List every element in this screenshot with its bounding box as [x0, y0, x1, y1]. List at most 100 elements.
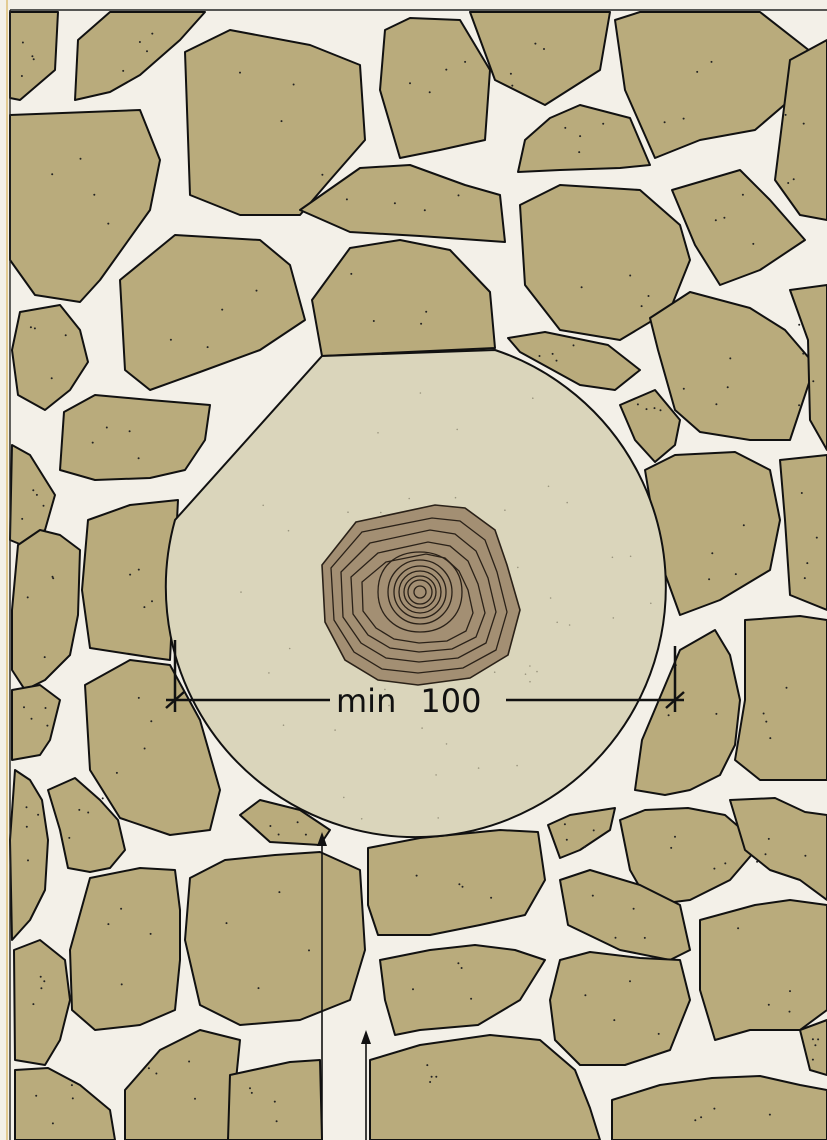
- stone-dot: [752, 242, 755, 245]
- stone-dot: [579, 135, 582, 138]
- stone-dot: [802, 352, 805, 355]
- stone-dot: [420, 322, 423, 325]
- paving-stone: [559, 869, 691, 961]
- stone-dot: [723, 216, 726, 219]
- stone-dot: [789, 990, 791, 993]
- stone-dot: [591, 894, 594, 897]
- paving-stone: [74, 11, 206, 101]
- paving-stone: [227, 1059, 323, 1140]
- stone-dot: [674, 835, 676, 838]
- stone-dot: [817, 1038, 820, 1041]
- dimension-left-tick: [165, 691, 185, 709]
- stone-dot: [151, 600, 153, 603]
- stone-dot: [798, 323, 801, 326]
- pit-dot: [380, 511, 382, 514]
- stone-dot: [815, 536, 818, 539]
- pit-dot: [549, 597, 552, 599]
- stone-dot: [87, 811, 90, 814]
- pit-dot: [421, 727, 423, 729]
- stone-dot: [345, 198, 348, 201]
- pit-dot: [566, 501, 568, 504]
- paving-stone: [14, 1067, 116, 1140]
- stone-dot: [188, 1060, 191, 1063]
- stone-dot: [812, 380, 815, 383]
- stone-dot: [647, 295, 650, 297]
- stone-dot: [249, 1087, 251, 1090]
- stone-dot: [25, 806, 28, 809]
- pit-dot: [445, 743, 448, 745]
- stone-dot: [29, 326, 32, 329]
- stone-dot: [428, 91, 431, 94]
- stone-dot: [269, 825, 272, 827]
- stone-dot: [120, 907, 123, 910]
- stone-dot: [308, 949, 310, 952]
- paving-stone: [367, 829, 546, 936]
- stone-dot: [803, 577, 806, 580]
- stone-dot: [68, 836, 71, 839]
- stone-dot: [657, 1032, 660, 1035]
- trunk-ring: [387, 559, 453, 625]
- stone-dot: [64, 334, 67, 337]
- stone-dot: [629, 980, 631, 983]
- stone-dot: [798, 404, 801, 407]
- stone-dot: [802, 122, 805, 125]
- stone-dot: [239, 71, 241, 74]
- stone-dot: [33, 327, 36, 330]
- stone-dot: [43, 980, 46, 983]
- paving-stone: [519, 184, 691, 341]
- stone-dot: [490, 896, 493, 899]
- stone-dot: [563, 823, 566, 826]
- stone-dot: [457, 962, 460, 965]
- stone-dot: [169, 338, 172, 341]
- pit-dot: [532, 397, 534, 400]
- stone-dot: [39, 975, 42, 978]
- paving-stone: [734, 615, 827, 781]
- stone-dot: [107, 222, 110, 225]
- paving-stone: [11, 529, 81, 691]
- leader-arrowhead-right: [361, 1030, 371, 1044]
- trunk-ring: [340, 529, 497, 663]
- stone-dot: [696, 70, 699, 73]
- stone-dot: [804, 854, 807, 857]
- stone-dot: [128, 430, 131, 433]
- paving-stone: [507, 331, 641, 391]
- stone-dot: [101, 797, 104, 800]
- stone-dot: [435, 1075, 438, 1078]
- stone-dot: [20, 75, 23, 77]
- stone-dot: [143, 606, 146, 609]
- dimension-prefix: min: [336, 682, 396, 720]
- paving-stone: [81, 499, 179, 661]
- stone-dot: [255, 289, 258, 292]
- paving-stone: [799, 1019, 827, 1076]
- paving-stone: [671, 169, 806, 286]
- stone-dot: [393, 202, 396, 205]
- stone-dot: [806, 562, 809, 565]
- stone-dot: [643, 936, 646, 939]
- stone-dot: [23, 706, 25, 709]
- paving-stone: [549, 951, 691, 1066]
- stone-dot: [21, 41, 24, 44]
- paving-stone: [634, 629, 741, 796]
- stone-dot: [653, 407, 656, 410]
- stone-dot: [31, 55, 34, 58]
- stone-dot: [51, 1122, 54, 1125]
- stone-dot: [710, 60, 713, 63]
- trunk-pith: [413, 585, 427, 599]
- pit-dot: [282, 724, 285, 726]
- paving-stone: [699, 899, 827, 1041]
- stone-dot: [194, 1097, 196, 1100]
- stone-dot: [565, 838, 568, 841]
- stone-dot: [304, 833, 307, 836]
- stone-dot: [50, 377, 53, 380]
- stone-dot: [51, 173, 54, 176]
- stone-dot: [221, 308, 224, 311]
- paving-stone: [119, 234, 306, 391]
- pit-dot: [536, 670, 538, 673]
- stone-dot: [814, 1044, 817, 1047]
- stone-dot: [464, 60, 467, 63]
- stone-dot: [146, 50, 148, 53]
- stone-dot: [551, 352, 554, 355]
- pit-dot: [516, 764, 518, 767]
- stone-dot: [37, 813, 40, 816]
- stone-dot: [292, 83, 295, 86]
